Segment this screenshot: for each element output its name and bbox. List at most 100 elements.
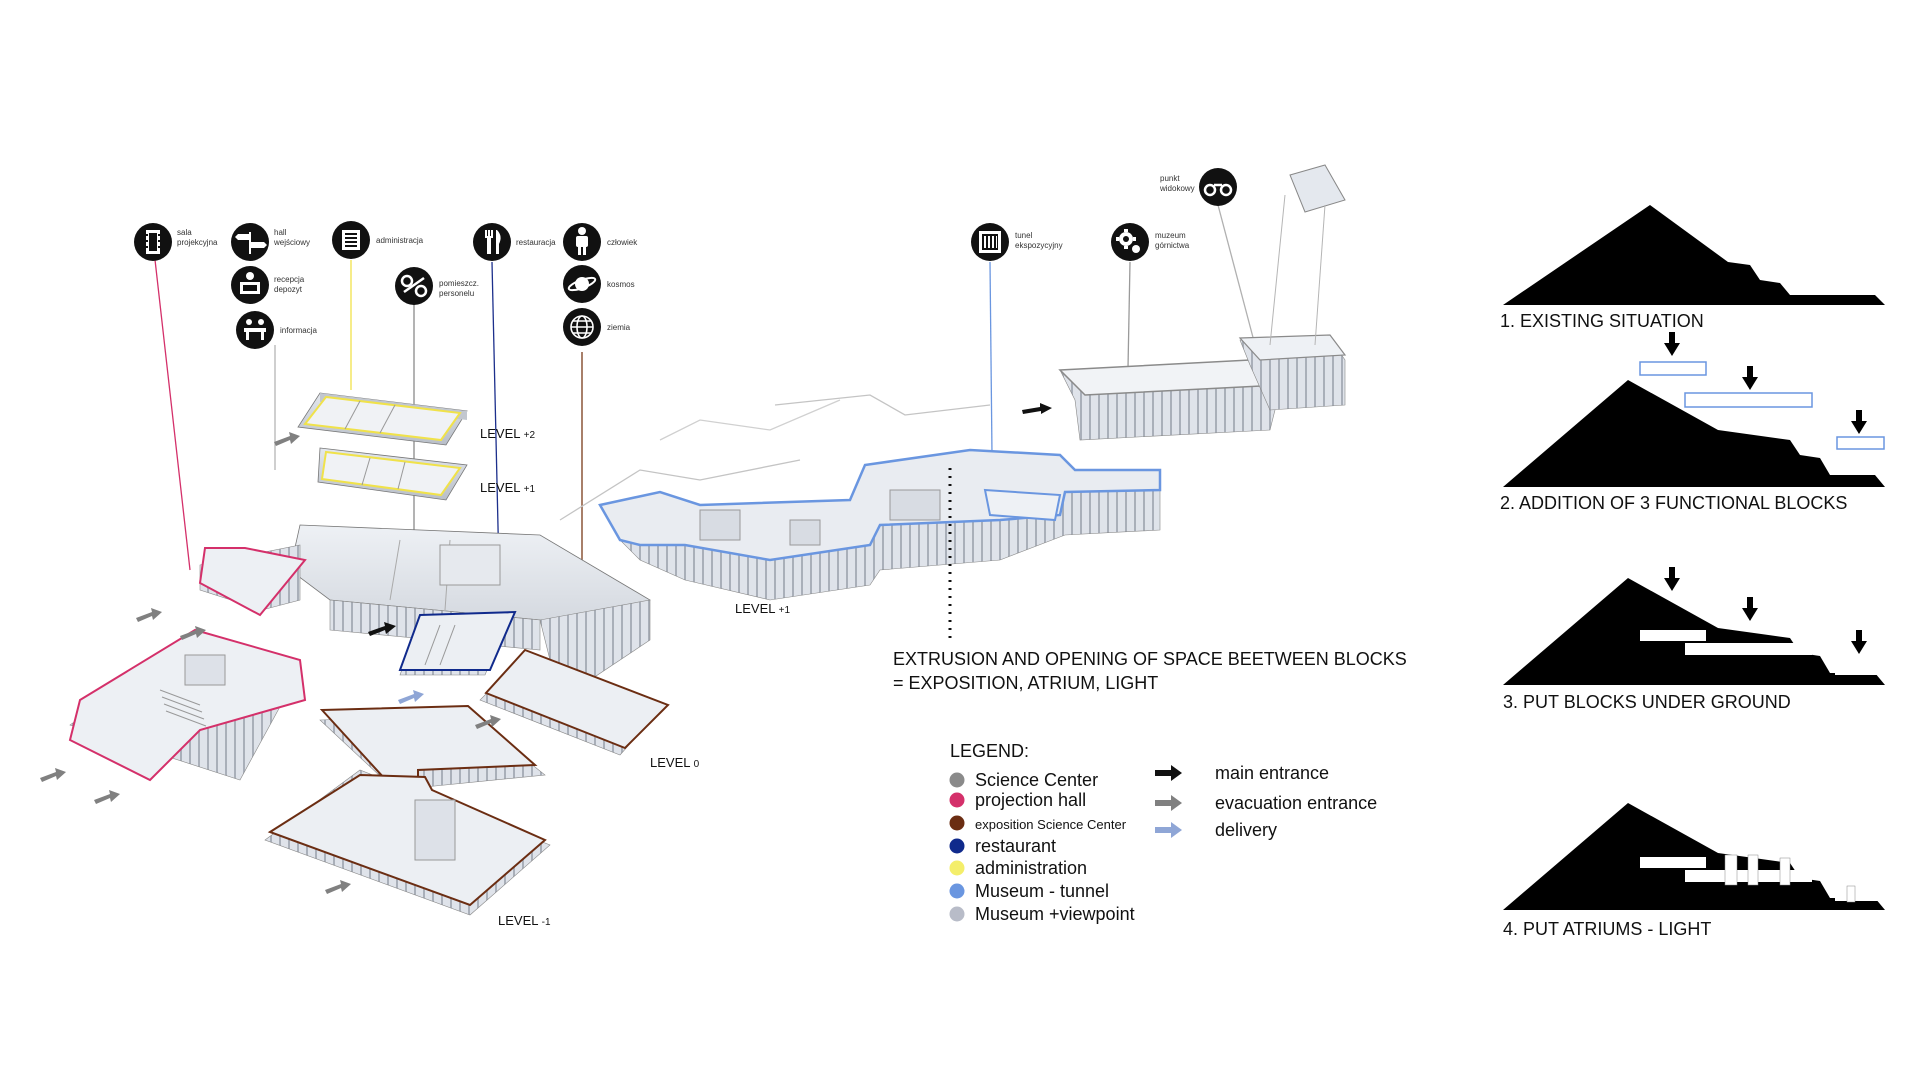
legend-swatch bbox=[949, 772, 965, 788]
block-exposition-level0 bbox=[479, 648, 670, 756]
down-arrow-icon bbox=[1664, 567, 1680, 591]
functional-block bbox=[1684, 392, 1813, 408]
block-restaurant bbox=[398, 610, 517, 676]
block-level-plus2 bbox=[297, 392, 468, 446]
legend-title: LEGEND: bbox=[950, 741, 1029, 761]
hill-silhouette bbox=[1503, 803, 1885, 910]
legend-label: Museum - tunnel bbox=[975, 881, 1109, 901]
icon-sala-projekcyjna: sala projekcyjna bbox=[134, 223, 218, 261]
legend-swatch bbox=[949, 906, 965, 922]
legend-swatch bbox=[949, 838, 965, 854]
icon-label: punkt bbox=[1160, 174, 1180, 183]
evacuation-arrow-icon bbox=[180, 626, 206, 640]
film-icon bbox=[146, 230, 160, 254]
museum-upper-blocks bbox=[1058, 164, 1347, 441]
icon-ziemia: ziemia bbox=[563, 308, 631, 346]
extrusion-note: EXTRUSION AND OPENING OF SPACE BEETWEEN … bbox=[893, 468, 1407, 693]
icon-label: widokowy bbox=[1159, 184, 1195, 193]
level-label: LEVEL 0 bbox=[650, 755, 700, 770]
icon-restauracja: restauracja bbox=[473, 223, 556, 261]
icon-muzeum-gornictwa: muzeum górnictwa bbox=[1111, 223, 1190, 261]
information-desk-icon bbox=[244, 319, 266, 340]
person-icon bbox=[576, 227, 588, 255]
legend-label: Museum +viewpoint bbox=[975, 904, 1135, 924]
icon-label: projekcyjna bbox=[177, 238, 218, 247]
functional-block bbox=[1836, 436, 1885, 450]
delivery-arrow-icon bbox=[398, 690, 424, 704]
level-labels: LEVEL +2 LEVEL +1 LEVEL +1 LEVEL 0 LEVEL… bbox=[480, 426, 790, 928]
icon-tunel-ekspozycyjny: tunel ekspozycyjny bbox=[971, 223, 1063, 261]
staff-room-icon bbox=[400, 274, 428, 298]
document-icon bbox=[342, 230, 360, 250]
level-label: LEVEL -1 bbox=[498, 913, 551, 928]
icon-administracja: administracja bbox=[332, 221, 424, 259]
signpost-icon bbox=[235, 232, 267, 254]
icon-label: górnictwa bbox=[1155, 241, 1190, 250]
legend-label: restaurant bbox=[975, 836, 1056, 856]
block-projection-hall-lower bbox=[68, 628, 307, 782]
atrium-openings bbox=[1724, 854, 1856, 903]
block-level-plus1-admin bbox=[317, 447, 468, 501]
legend-label: exposition Science Center bbox=[975, 817, 1127, 832]
legend-label: administration bbox=[975, 858, 1087, 878]
step-3-diagram: 3. PUT BLOCKS UNDER GROUND bbox=[1503, 567, 1885, 712]
icon-label: recepcja bbox=[274, 275, 305, 284]
icon-label: tunel bbox=[1015, 231, 1033, 240]
icon-label: człowiek bbox=[607, 238, 638, 247]
step-diagrams: 1. EXISTING SITUATION 2. ADDITION OF 3 F… bbox=[1500, 205, 1885, 939]
icon-czlowiek: człowiek bbox=[563, 223, 638, 261]
icon-label: pomieszcz. bbox=[439, 279, 479, 288]
step-4-diagram: 4. PUT ATRIUMS - LIGHT bbox=[1503, 803, 1885, 939]
extrusion-line1: EXTRUSION AND OPENING OF SPACE BEETWEEN … bbox=[893, 649, 1407, 669]
icon-pomieszcz-personelu: pomieszcz. personelu bbox=[395, 267, 479, 305]
evacuation-arrow-icon bbox=[325, 880, 351, 894]
icon-recepcja-depozyt: recepcja depozyt bbox=[231, 266, 305, 304]
step-1-diagram: 1. EXISTING SITUATION bbox=[1500, 205, 1885, 331]
evacuation-arrow-icon bbox=[475, 715, 501, 729]
functional-block bbox=[1639, 361, 1707, 376]
seating-rows bbox=[159, 689, 207, 727]
gears-icon bbox=[1116, 229, 1140, 253]
down-arrow-icon bbox=[1851, 630, 1867, 654]
main-entrance-arrow-icon bbox=[1022, 403, 1052, 414]
globe-icon bbox=[570, 315, 594, 339]
functional-block bbox=[1685, 643, 1812, 655]
icon-label: administracja bbox=[376, 236, 424, 245]
building-blocks bbox=[68, 392, 670, 916]
icon-informacja: informacja bbox=[236, 311, 317, 349]
callout-lines bbox=[152, 204, 1256, 640]
icon-label: restauracja bbox=[516, 238, 556, 247]
icon-label: ekspozycyjny bbox=[1015, 241, 1063, 250]
level-label: LEVEL +1 bbox=[480, 480, 535, 495]
legend-arrow-icon bbox=[1155, 822, 1182, 838]
legend-arrow-label: evacuation entrance bbox=[1215, 793, 1377, 813]
icon-label: muzeum bbox=[1155, 231, 1186, 240]
evacuation-arrow-icon bbox=[274, 432, 300, 446]
functional-block bbox=[1640, 630, 1706, 641]
step-label: 1. EXISTING SITUATION bbox=[1500, 311, 1704, 331]
legend-swatch bbox=[949, 883, 965, 899]
icon-kosmos: kosmos bbox=[563, 265, 635, 303]
step-2-diagram: 2. ADDITION OF 3 FUNCTIONAL BLOCKS bbox=[1500, 332, 1885, 513]
legend-swatch bbox=[949, 792, 965, 808]
icon-label: hall bbox=[274, 228, 287, 237]
legend-label: Science Center bbox=[975, 770, 1098, 790]
block-exposition-lower-left bbox=[319, 704, 546, 791]
step-label: 3. PUT BLOCKS UNDER GROUND bbox=[1503, 692, 1791, 712]
extrusion-line2: = EXPOSITION, ATRIUM, LIGHT bbox=[893, 673, 1158, 693]
icon-label: personelu bbox=[439, 289, 474, 298]
legend-swatch bbox=[949, 860, 965, 876]
fork-knife-icon bbox=[485, 230, 501, 254]
legend-arrow-icon bbox=[1155, 765, 1182, 781]
down-arrow-icon bbox=[1742, 597, 1758, 621]
down-arrow-icon bbox=[1742, 366, 1758, 390]
functional-block bbox=[1640, 857, 1706, 868]
icon-label: informacja bbox=[280, 326, 317, 335]
evacuation-arrow-icon bbox=[40, 768, 66, 782]
icon-label: ziemia bbox=[607, 323, 631, 332]
museum-tunnel-blocks bbox=[598, 448, 1162, 601]
functional-block bbox=[1835, 665, 1879, 675]
